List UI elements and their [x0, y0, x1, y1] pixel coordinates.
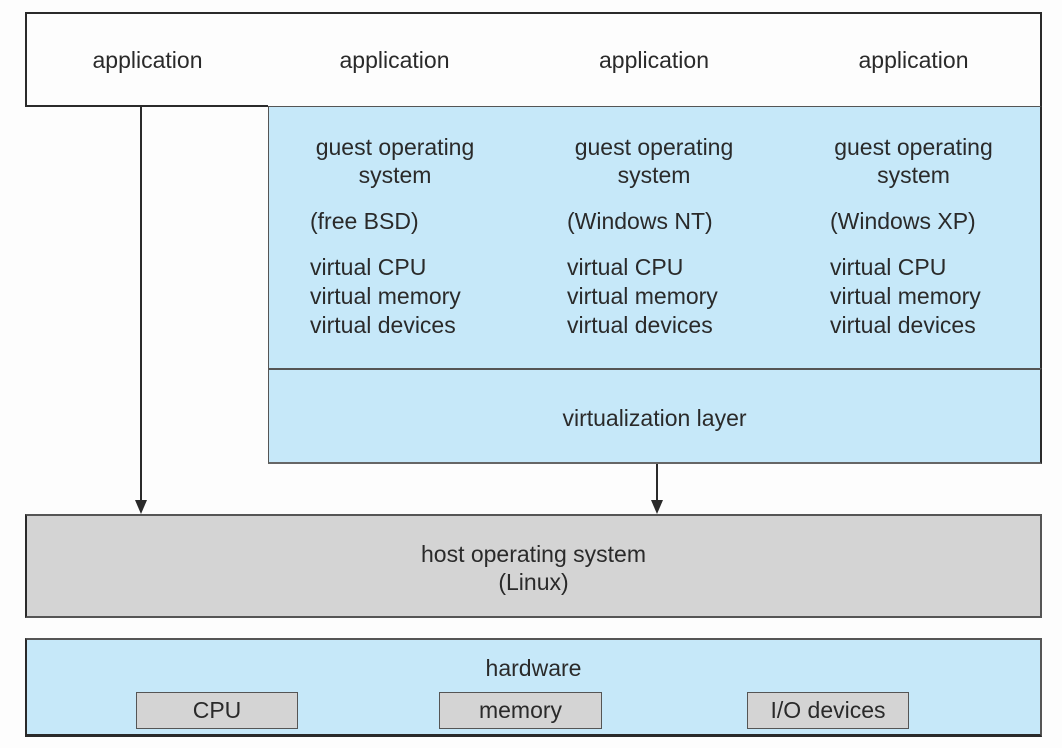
application-box-host: application — [25, 12, 269, 107]
application-label: application — [599, 47, 709, 73]
virtual-devices: virtual devices — [567, 312, 713, 338]
guest-os-title: guest operating system — [269, 133, 521, 189]
virtual-devices: virtual devices — [830, 312, 976, 338]
hardware-cpu: CPU — [136, 692, 298, 729]
application-box-guest-2: application — [521, 12, 788, 107]
virtual-devices: virtual devices — [310, 312, 456, 338]
guest-os-title: guest operating system — [787, 133, 1040, 189]
hardware-memory: memory — [439, 692, 602, 729]
virtual-cpu: virtual CPU — [830, 254, 947, 280]
hardware-io-devices: I/O devices — [747, 692, 909, 729]
virtual-memory: virtual memory — [830, 283, 981, 309]
host-application-arrow-line — [140, 107, 142, 503]
guest-os-box-windows-xp: guest operating system (Windows XP) virt… — [787, 107, 1042, 369]
virtual-memory: virtual memory — [567, 283, 718, 309]
guest-os-box-freebsd: guest operating system (free BSD) virtua… — [268, 107, 522, 369]
host-os-name: (Linux) — [498, 569, 569, 595]
guest-os-title-line: system — [877, 162, 950, 188]
guest-os-title-line: guest operating — [315, 134, 475, 160]
application-label: application — [858, 47, 969, 73]
virtual-resources: virtual CPU virtual memory virtual devic… — [269, 253, 521, 340]
virtual-memory: virtual memory — [310, 283, 461, 309]
virtual-resources: virtual CPU virtual memory virtual devic… — [787, 253, 1040, 340]
guest-os-name: (Windows XP) — [830, 208, 976, 234]
virtual-cpu: virtual CPU — [310, 254, 427, 280]
hardware-label: hardware — [485, 655, 582, 681]
application-box-guest-3: application — [787, 12, 1042, 107]
guest-os-name: (Windows NT) — [567, 208, 713, 234]
application-label: application — [92, 47, 203, 73]
application-label: application — [339, 47, 450, 73]
arrow-down-icon — [135, 500, 147, 514]
host-os-label: host operating system — [420, 541, 646, 567]
virtual-resources: virtual CPU virtual memory virtual devic… — [521, 253, 787, 340]
virtualization-layer-label: virtualization layer — [562, 405, 747, 431]
guest-os-box-windows-nt: guest operating system (Windows NT) virt… — [521, 107, 788, 369]
virtualization-arrow-line — [656, 464, 658, 504]
guest-os-title-line: system — [617, 162, 691, 188]
guest-os-title-line: system — [358, 162, 432, 188]
arrow-down-icon — [651, 500, 663, 514]
guest-os-title-line: guest operating — [834, 134, 993, 160]
guest-os-title-line: guest operating — [574, 134, 734, 160]
application-box-guest-1: application — [268, 12, 522, 107]
guest-os-title: guest operating system — [521, 133, 787, 189]
host-os-box: host operating system (Linux) — [25, 514, 1042, 618]
virtual-cpu: virtual CPU — [567, 254, 684, 280]
guest-os-name: (free BSD) — [310, 208, 419, 234]
virtualization-layer-box: virtualization layer — [268, 368, 1042, 464]
